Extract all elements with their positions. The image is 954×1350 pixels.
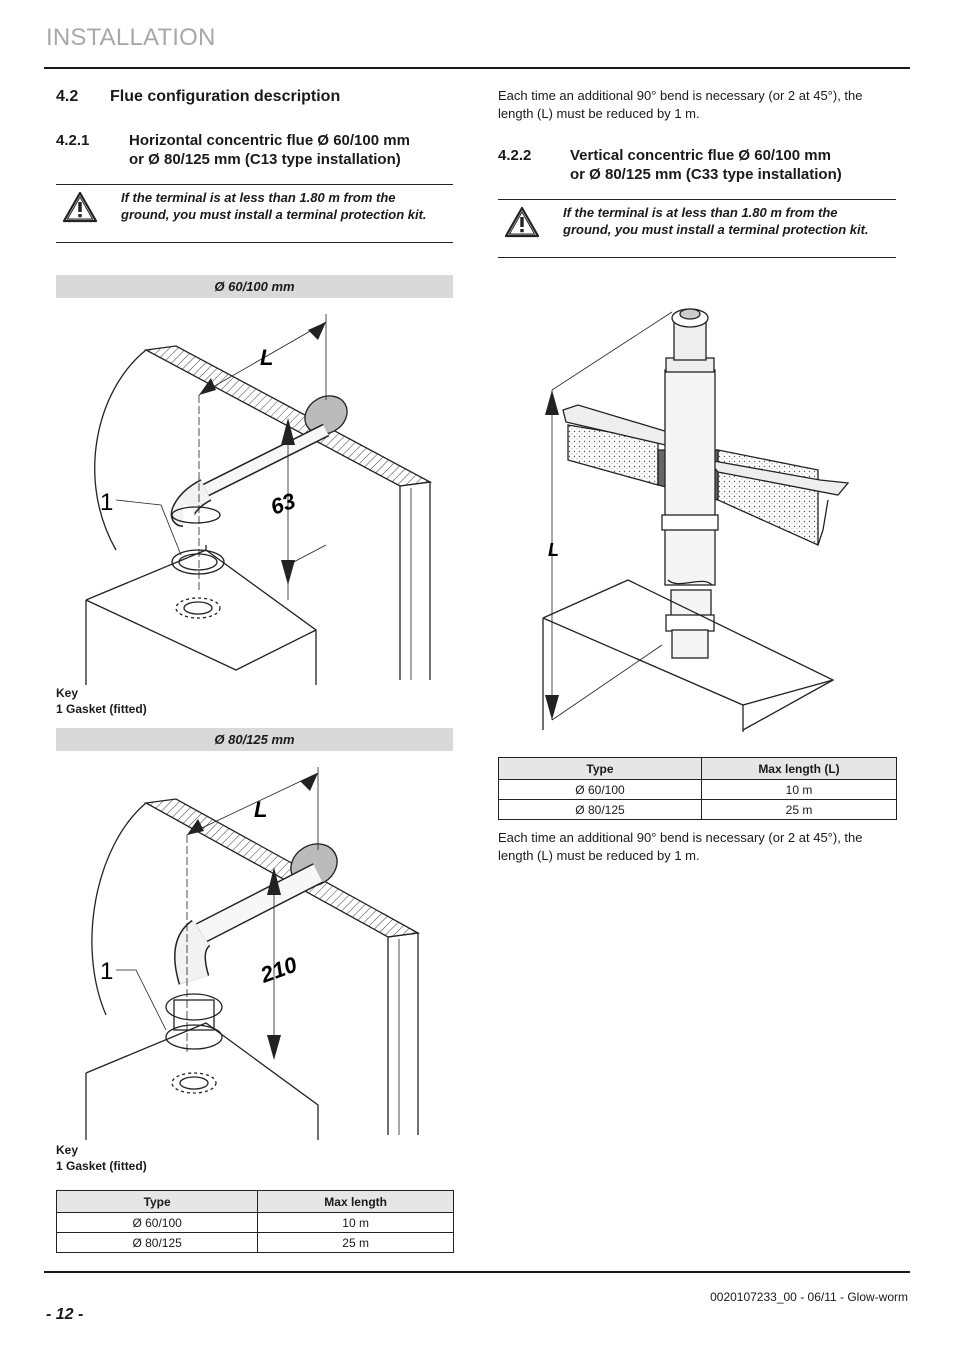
figure-horizontal-flue-80-125: L 210 1 (85, 767, 421, 1140)
figure3-label-L: L (548, 540, 559, 560)
section-heading: 4.2 Flue configuration description (56, 88, 340, 106)
warning-box-right: If the terminal is at less than 1.80 m f… (498, 199, 896, 258)
warning-box-left: If the terminal is at less than 1.80 m f… (56, 184, 453, 243)
dimension-arrow-icon (267, 1035, 281, 1060)
table-row: Ø 60/100 10 m (498, 779, 898, 800)
table-header-type: Type (498, 757, 702, 780)
table-header-type: Type (55, 1190, 259, 1213)
table-cell: Ø 80/125 (498, 799, 702, 820)
warning-triangle-icon (62, 191, 98, 223)
document-reference: 0020107233_00 - 06/11 - Glow-worm (710, 1290, 908, 1304)
subsection-title-line2: or Ø 80/125 mm (C13 type installation) (129, 151, 401, 168)
warning-text: If the terminal is at less than 1.80 m f… (563, 205, 869, 237)
table-cell: 25 m (700, 799, 898, 820)
figure2-callout: 1 (100, 958, 113, 985)
key-title: Key (56, 1143, 79, 1157)
dimension-arrow-icon (545, 695, 559, 720)
dimension-arrow-icon (199, 378, 216, 395)
figure1-dimension: 63 (267, 488, 299, 520)
subsection-heading-422: 4.2.2 Vertical concentric flue Ø 60/100 m… (498, 146, 842, 184)
figure-vertical-flue: L (542, 308, 850, 732)
figure1-label-L: L (260, 345, 273, 370)
dimension-arrow-icon (281, 418, 295, 445)
figure2-dimension: 210 (256, 951, 301, 988)
dimension-arrow-icon (267, 867, 281, 895)
dimension-arrow-icon (545, 390, 559, 415)
footer-rule (44, 1271, 910, 1273)
table-cell: 25 m (257, 1232, 454, 1253)
table-cell: Ø 80/125 (55, 1232, 259, 1253)
table-cell: Ø 60/100 (55, 1212, 259, 1233)
table-row: Ø 60/100 10 m (55, 1212, 454, 1233)
outro-paragraph: Each time an additional 90° bend is nece… (498, 830, 863, 863)
dimension-arrow-icon (187, 819, 204, 835)
figure1-banner: Ø 60/100 mm (56, 275, 453, 298)
section-title: Flue configuration description (110, 88, 341, 105)
dimension-arrow-icon (300, 773, 318, 791)
table-header-max-length: Max length (257, 1190, 454, 1213)
key-item: 1 Gasket (fitted) (56, 1159, 147, 1173)
figure1-callout: 1 (100, 489, 113, 516)
key-item: 1 Gasket (fitted) (56, 702, 147, 716)
figure2-key: Key 1 Gasket (fitted) (56, 1142, 147, 1174)
subsection-title-line2: or Ø 80/125 mm (C33 type installation) (570, 166, 842, 183)
table-row: Ø 80/125 25 m (55, 1232, 454, 1253)
subsection-title-line1: Vertical concentric flue Ø 60/100 mm (570, 147, 831, 164)
figure1-key: Key 1 Gasket (fitted) (56, 685, 147, 717)
figure-horizontal-flue-60-100: L 63 1 (85, 314, 433, 685)
max-length-table-vertical: Type Max length (L) Ø 60/100 10 m Ø 80/1… (498, 757, 898, 820)
figure2-banner: Ø 80/125 mm (56, 728, 453, 751)
section-number: 4.2 (56, 88, 79, 105)
table-cell: 10 m (257, 1212, 454, 1233)
table-header-max-length: Max length (L) (700, 757, 898, 780)
subsection-number: 4.2.1 (56, 132, 90, 149)
page-header-title: INSTALLATION (46, 24, 216, 51)
figure2-label-L: L (254, 797, 267, 822)
max-length-table-horizontal: Type Max length Ø 60/100 10 m Ø 80/125 2… (55, 1190, 454, 1253)
dimension-arrow-icon (281, 560, 295, 585)
subsection-heading-421: 4.2.1 Horizontal concentric flue Ø 60/100… (56, 131, 410, 169)
subsection-number: 4.2.2 (498, 147, 532, 164)
table-header-row: Type Max length (55, 1190, 454, 1213)
header-rule (44, 67, 910, 69)
dimension-arrow-icon (308, 322, 326, 340)
intro-paragraph: Each time an additional 90° bend is nece… (498, 88, 863, 121)
warning-text: If the terminal is at less than 1.80 m f… (121, 190, 427, 222)
subsection-title-line1: Horizontal concentric flue Ø 60/100 mm (129, 132, 410, 149)
table-cell: 10 m (700, 779, 898, 800)
table-cell: Ø 60/100 (498, 779, 702, 800)
table-row: Ø 80/125 25 m (498, 799, 898, 820)
key-title: Key (56, 686, 79, 700)
warning-triangle-icon (504, 206, 540, 238)
table-header-row: Type Max length (L) (498, 757, 898, 780)
page-number: - 12 - (46, 1306, 84, 1323)
